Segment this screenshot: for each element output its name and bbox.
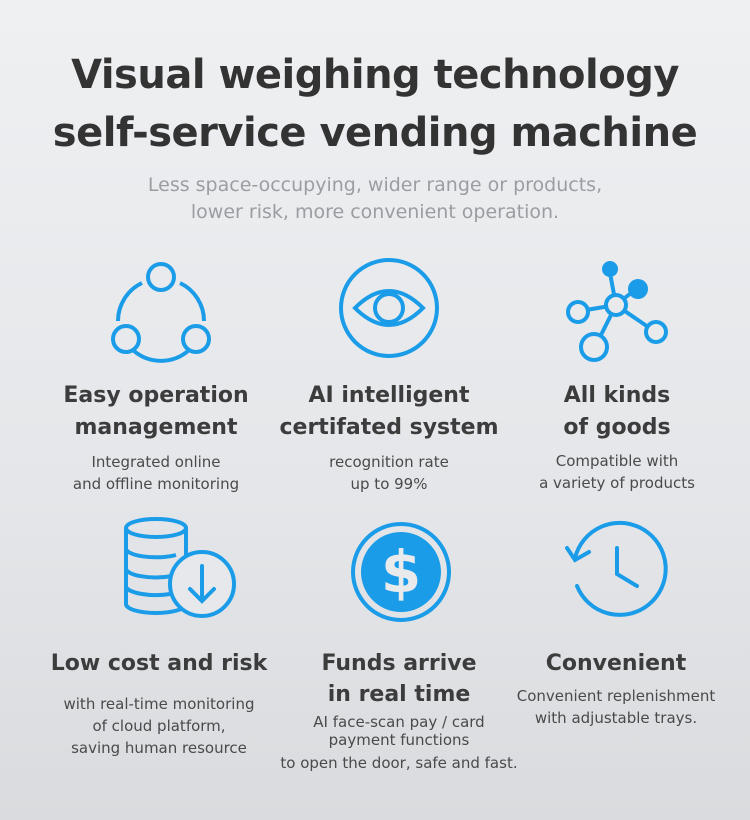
feature-title-line: Easy operation (63, 383, 249, 408)
subtitle-line-1: Less space-occupying, wider range or pro… (147, 174, 603, 196)
feature-title-line: in real time (327, 682, 471, 707)
feature-desc-line: and offline monitoring (72, 475, 240, 493)
feature-convenient: Convenient Convenient replenishment with… (491, 512, 741, 742)
cycle-nodes-icon (106, 255, 216, 365)
feature-title-line: management (74, 415, 238, 440)
dollar-coin-icon: $ (349, 520, 453, 624)
database-download-icon (120, 516, 240, 626)
feature-title-line: AI intelligent (308, 383, 470, 408)
feature-desc-line: Integrated online (91, 453, 221, 471)
feature-title-line: certifated system (279, 415, 499, 440)
eye-icon (337, 256, 441, 360)
feature-low-cost-risk: Low cost and risk with real-time monitor… (34, 512, 284, 772)
feature-desc-line: a variety of products (539, 474, 695, 492)
feature-title-line: All kinds (563, 383, 671, 408)
feature-all-kinds-goods: All kinds of goods Compatible with a var… (492, 250, 742, 500)
page-title-line-1: Visual weighing technology (71, 52, 679, 98)
svg-text:$: $ (381, 538, 421, 606)
feature-desc-line: to open the door, safe and fast. (280, 754, 518, 772)
network-nodes-icon (562, 255, 672, 365)
feature-ai-intelligent: AI intelligent certifated system recogni… (264, 250, 514, 500)
feature-title-line: of goods (563, 415, 671, 440)
clock-history-icon (563, 518, 671, 626)
feature-desc-line: of cloud platform, (92, 717, 226, 735)
feature-desc-line: saving human resource (71, 739, 247, 757)
feature-desc-line: recognition rate (329, 453, 449, 471)
page-title-line-2: self-service vending machine (52, 110, 698, 156)
feature-easy-operation: Easy operation management Integrated onl… (31, 250, 281, 500)
feature-desc-line: with adjustable trays. (534, 709, 698, 727)
feature-title-line: Low cost and risk (50, 651, 268, 676)
feature-desc-line: with real-time monitoring (63, 695, 255, 713)
feature-desc-line: payment functions (328, 731, 470, 749)
subtitle-line-2: lower risk, more convenient operation. (190, 201, 560, 223)
feature-desc-line: AI face-scan pay / card (313, 713, 485, 731)
feature-desc-line: Compatible with (555, 452, 679, 470)
feature-desc-line: Convenient replenishment (516, 687, 716, 705)
feature-title-line: Funds arrive (321, 651, 477, 676)
feature-title-line: Convenient (545, 651, 687, 676)
feature-funds-real-time: $ Funds arrive in real time AI face-scan… (274, 512, 524, 782)
feature-desc-line: up to 99% (350, 475, 428, 493)
